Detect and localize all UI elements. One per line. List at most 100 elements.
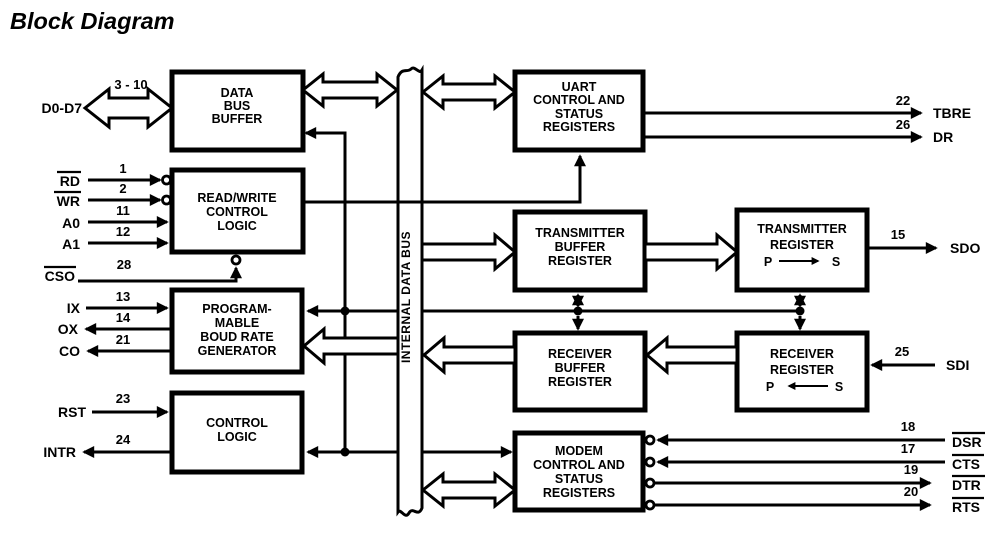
block-label: READ/WRITE: [197, 191, 276, 205]
junction-dot: [795, 306, 805, 316]
pin-number-d0d7: 3 - 10: [114, 77, 147, 92]
signal-label-a0: A0: [62, 215, 80, 231]
parallel-label: P: [764, 255, 772, 269]
arrow-bus-to-baudgen: [301, 325, 400, 367]
block-label: REGISTER: [548, 375, 612, 389]
block-modem-registers-box: [512, 430, 646, 513]
pin-number-ox: 14: [116, 310, 131, 325]
inverted-output-circle-rts: [644, 499, 656, 511]
inverted-input-circle-wr: [161, 194, 172, 206]
block-label: REGISTER: [770, 238, 834, 252]
signal-label-sdo: SDO: [950, 240, 980, 256]
block-uart-registers-box: [512, 69, 646, 153]
pin-number-dsr: 18: [901, 419, 915, 434]
block-label: GENERATOR: [198, 344, 277, 358]
signal-label-dtr: DTR: [952, 477, 981, 493]
inverted-output-circle-dtr: [644, 477, 656, 489]
right-pin-labels: TBRE 22 DR 26 SDO 15 SDI 25 DSR 18 CTS 1…: [891, 93, 985, 515]
left-pin-labels: D0-D7 3 - 10 RD 1 WR 2 A0 11 A1 12 CSO 2…: [42, 77, 148, 460]
block-receiver-register-box: [734, 330, 870, 413]
internal-data-bus: [396, 64, 424, 517]
junction-dot: [340, 306, 350, 316]
inverted-input-circle-cts: [644, 456, 656, 468]
pin-number-a0: 11: [116, 203, 130, 218]
junction-dot: [573, 306, 583, 316]
block-label: UART: [562, 80, 597, 94]
serial-label: S: [835, 380, 843, 394]
arrow-bus-uart-bidirectional: [420, 72, 518, 112]
signal-label-ox: OX: [58, 321, 79, 337]
block-label: MABLE: [215, 316, 259, 330]
block-label: STATUS: [555, 107, 603, 121]
signal-label-cso: CSO: [45, 268, 75, 284]
block-label: CONTROL: [206, 205, 268, 219]
block-control-logic: CONTROL LOGIC: [206, 416, 268, 444]
page-title: Block Diagram: [10, 8, 175, 34]
signal-label-rst: RST: [58, 404, 86, 420]
block-label: REGISTER: [548, 254, 612, 268]
arrow-rxregister-to-rxbuffer: [644, 334, 739, 376]
signal-label-d0d7: D0-D7: [42, 100, 83, 116]
signal-label-dsr: DSR: [952, 434, 982, 450]
pin-number-rd: 1: [119, 161, 126, 176]
pin-number-sdo: 15: [891, 227, 905, 242]
arrow-bus-to-txbuffer: [420, 231, 518, 273]
block-label: REGISTER: [770, 363, 834, 377]
block-label: REGISTERS: [543, 120, 615, 134]
hollow-arrows: [82, 70, 740, 510]
parallel-label: P: [766, 380, 774, 394]
arrow-d0d7-bidirectional: [82, 85, 175, 131]
block-receiver-buffer-register-box: [512, 330, 648, 413]
block-label: RECEIVER: [770, 347, 834, 361]
block-transmitter-buffer-register-box: [512, 209, 648, 293]
pin-number-intr: 24: [116, 432, 131, 447]
block-label: PROGRAM-: [202, 302, 271, 316]
pin-number-dr: 26: [896, 117, 910, 132]
wire-feedback-column: [304, 127, 347, 452]
junction-dots: [340, 306, 805, 457]
signal-label-dr: DR: [933, 129, 953, 145]
pin-number-wr: 2: [119, 181, 126, 196]
block-label: CONTROL AND: [533, 93, 625, 107]
block-label: CONTROL: [206, 416, 268, 430]
internal-data-bus-label: INTERNAL DATA BUS: [399, 231, 413, 363]
block-receiver-register: RECEIVER REGISTER P S: [766, 347, 843, 394]
arrow-rxbuffer-to-bus: [421, 334, 517, 376]
pin-number-cso: 28: [117, 257, 131, 272]
pin-number-sdi: 25: [895, 344, 909, 359]
serial-label: S: [832, 255, 840, 269]
block-label: RECEIVER: [548, 347, 612, 361]
inverted-input-circle-cso: [230, 254, 242, 266]
blocks: [169, 69, 870, 513]
block-control-logic-box: [169, 390, 305, 475]
signal-label-ix: IX: [67, 300, 81, 316]
block-label: CONTROL AND: [533, 458, 625, 472]
block-label: STATUS: [555, 472, 603, 486]
junction-dot: [340, 447, 350, 457]
arrow-bus-modem-bidirectional: [420, 470, 518, 510]
block-data-bus-buffer: DATA BUS BUFFER: [212, 86, 263, 126]
signal-label-wr: WR: [57, 193, 80, 209]
signal-label-sdi: SDI: [946, 357, 969, 373]
pin-number-tbre: 22: [896, 93, 910, 108]
block-uart-registers: UART CONTROL AND STATUS REGISTERS: [533, 80, 625, 134]
pin-circles: [161, 174, 656, 511]
signal-label-rts: RTS: [952, 499, 980, 515]
signal-label-a1: A1: [62, 236, 80, 252]
block-label: DATA: [221, 86, 254, 100]
signal-label-cts: CTS: [952, 456, 980, 472]
arrow-txbuffer-to-txregister: [643, 231, 740, 273]
block-label: BUFFER: [212, 112, 263, 126]
block-transmitter-register-box: [734, 207, 870, 293]
signal-label-tbre: TBRE: [933, 105, 971, 121]
block-baud-rate-generator-box: [169, 287, 305, 375]
signal-label-rd: RD: [60, 173, 80, 189]
block-transmitter-register: TRANSMITTER REGISTER P S: [757, 222, 847, 269]
pin-number-dtr: 19: [904, 462, 918, 477]
block-label: REGISTERS: [543, 486, 615, 500]
pin-number-rst: 23: [116, 391, 130, 406]
block-label: LOGIC: [217, 430, 257, 444]
pin-number-rts: 20: [904, 484, 918, 499]
